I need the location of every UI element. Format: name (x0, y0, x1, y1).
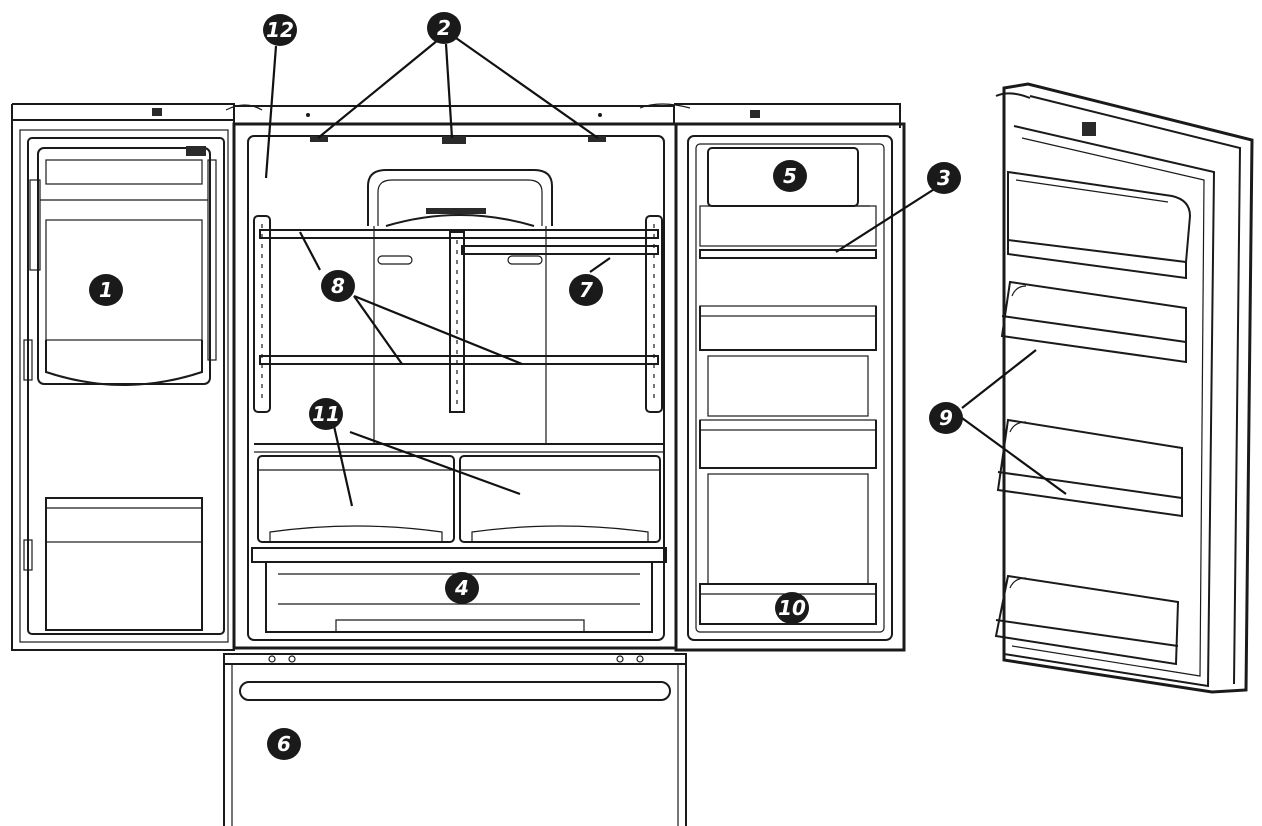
callout-4: 4 (445, 572, 479, 604)
callout-9: 9 (929, 402, 963, 434)
left-door-bin (45, 497, 203, 631)
callout-3: 3 (927, 162, 961, 194)
door-detail-bin-2 (996, 418, 1183, 518)
left-door (11, 119, 235, 651)
right-door-bin-2 (699, 355, 877, 469)
callout-6: 6 (267, 728, 301, 760)
callout-number: 1 (99, 278, 113, 302)
callout-bubble (569, 274, 603, 306)
door-detail-bin-1 (1000, 280, 1187, 364)
callout-bubble (929, 402, 963, 434)
callout-number: 6 (277, 732, 291, 756)
callout-number: 12 (266, 18, 294, 42)
leader-lines (264, 37, 1067, 507)
door-detail-bin-3 (994, 574, 1180, 666)
shelf-rail-dots (261, 224, 655, 404)
callout-number: 7 (579, 278, 593, 302)
callout-number: 4 (454, 576, 469, 600)
callout-bubble (309, 398, 343, 430)
callout-bubble (89, 274, 123, 306)
callout-number: 10 (778, 596, 806, 620)
callout-number: 5 (783, 164, 797, 188)
callout-12: 12 (263, 14, 297, 46)
dispenser-unit (29, 146, 217, 386)
callout-bubble (445, 572, 479, 604)
callout-bubble (775, 592, 809, 624)
right-door (674, 122, 906, 652)
callout-number: 11 (312, 402, 340, 426)
callout-number: 2 (437, 16, 451, 40)
freezer-drawer (223, 653, 687, 826)
callout-7: 7 (569, 274, 603, 306)
callout-11: 11 (309, 398, 343, 430)
middle-shelf (259, 355, 659, 365)
callout-bubble (773, 160, 807, 192)
freezer-handle (239, 681, 671, 701)
callout-bubble (427, 12, 461, 44)
upper-shelf (259, 229, 659, 255)
callout-8: 8 (321, 270, 355, 302)
callout-1: 1 (89, 274, 123, 306)
door-detail-top-compartment (1007, 170, 1192, 280)
right-door-bin-3 (699, 473, 877, 625)
callout-bubble (267, 728, 301, 760)
callout-number: 3 (937, 166, 951, 190)
callout-bubble (321, 270, 355, 302)
right-door-bin-1 (699, 249, 877, 351)
door-detail-view (994, 82, 1254, 694)
fresh-food-compartment (232, 122, 678, 650)
callout-2: 2 (427, 12, 461, 44)
callout-number: 9 (939, 406, 953, 430)
callout-bubble (927, 162, 961, 194)
callout-number: 8 (331, 274, 345, 298)
lower-shelf (254, 443, 664, 453)
callout-bubble (263, 14, 297, 46)
air-tower (367, 169, 553, 444)
crisper-drawers (257, 455, 661, 543)
callout-5: 5 (773, 160, 807, 192)
callout-10: 10 (775, 592, 809, 624)
